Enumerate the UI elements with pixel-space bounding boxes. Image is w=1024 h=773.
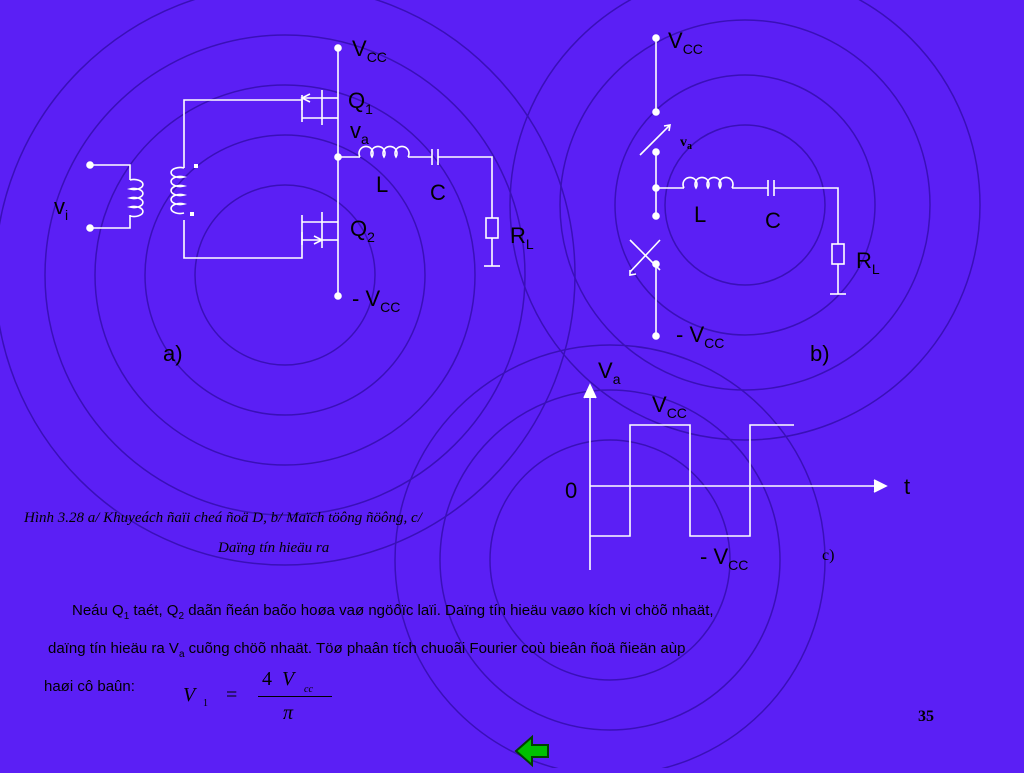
waveform-c: [583, 383, 888, 570]
b-negvcc-label: - VCC: [676, 322, 725, 351]
figure-caption-line2: Daïng tín hieäu ra: [218, 540, 330, 556]
c-va-axis-label: Va: [598, 358, 621, 387]
formula-lhs-sub: 1: [203, 698, 208, 709]
a-q2-label: Q2: [350, 216, 375, 245]
circuit-b: [629, 34, 846, 340]
c-panel-label: c): [822, 547, 835, 564]
page-number: 35: [918, 708, 934, 725]
formula-equals: =: [226, 684, 238, 706]
b-capacitor-label: C: [765, 208, 781, 233]
b-va-label: va: [680, 135, 692, 152]
formula-fraction-bar: [258, 696, 332, 697]
a-capacitor-label: C: [430, 180, 446, 205]
c-zero-label: 0: [565, 478, 578, 503]
body-text-line3: haøi cô baûn:: [44, 678, 135, 695]
body-text-line1: Neáu Q1 taét, Q2 daãn ñeán baõo hoøa vaø…: [72, 602, 714, 622]
b-inductor-label: L: [694, 202, 707, 227]
formula-numerator-coef: 4: [262, 668, 272, 690]
c-negvcc-level-label: - VCC: [700, 544, 749, 573]
background-rings: [0, 0, 981, 768]
a-negvcc-label: - VCC: [352, 286, 401, 315]
back-arrow-icon: [514, 734, 549, 768]
c-vcc-level-label: VCC: [652, 392, 687, 421]
a-rl-label: RL: [510, 223, 534, 252]
body-text-line2: daïng tín hieäu ra Va cuõng chöõ nhaät. …: [48, 640, 686, 660]
a-vcc-label: VCC: [352, 36, 387, 65]
a-q1-label: Q1: [348, 88, 373, 117]
a-inductor-label: L: [376, 172, 389, 197]
a-va-label: va: [350, 118, 369, 147]
a-panel-label: a): [163, 341, 183, 366]
formula-lhs: V: [183, 684, 196, 706]
formula-numerator-sub: cc: [304, 684, 313, 695]
c-time-axis-label: t: [904, 474, 911, 499]
back-nav-button[interactable]: [514, 734, 552, 768]
b-panel-label: b): [810, 341, 830, 366]
dot-marker-top: [194, 164, 198, 168]
formula-denominator: π: [283, 702, 294, 724]
dot-marker-bottom: [190, 212, 194, 216]
a-vi-label: vi: [54, 194, 69, 223]
formula-numerator-var: V: [282, 668, 295, 690]
b-vcc-label: VCC: [668, 28, 703, 57]
figure-caption-line1: Hình 3.28 a/ Khuyeách ñaïi cheá ñoä D, b…: [24, 510, 422, 526]
b-rl-label: RL: [856, 248, 880, 277]
circuit-a: [86, 44, 500, 300]
